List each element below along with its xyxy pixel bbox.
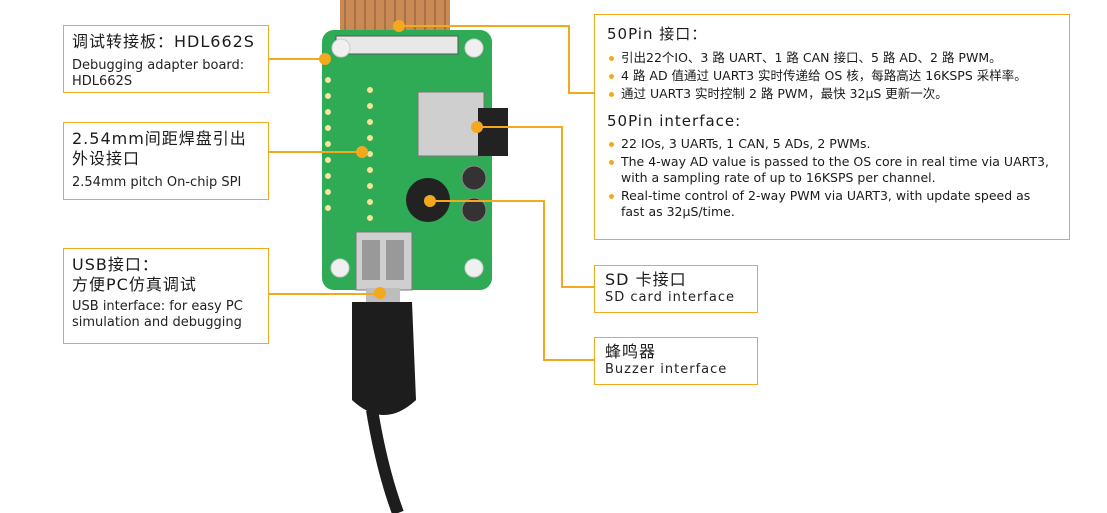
usb-box: USB接口： 方便PC仿真调试 USB interface: for easy … xyxy=(63,248,269,344)
buzzer-subtitle: Buzzer interface xyxy=(605,362,728,377)
pin50-zh-item: 通过 UART3 实时控制 2 路 PWM，最快 32μS 更新一次。 xyxy=(607,86,1057,102)
pitch-box: 2.54mm间距焊盘引出外设接口 2.54mm pitch On-chip SP… xyxy=(63,122,269,200)
usb-subtitle: USB interface: for easy PC simulation an… xyxy=(72,299,243,330)
sd-subtitle: SD card interface xyxy=(605,290,735,305)
adapter-subtitle: Debugging adapter board: HDL662S xyxy=(72,58,245,89)
adapter-title: 调试转接板：HDL662S xyxy=(72,32,255,51)
usb-title-2: 方便PC仿真调试 xyxy=(72,275,197,294)
sd-box: SD 卡接口 SD card interface xyxy=(594,265,758,313)
pitch-title: 2.54mm间距焊盘引出外设接口 xyxy=(72,129,247,168)
pin50-dot xyxy=(393,20,405,32)
buzzer-title: 蜂鸣器 xyxy=(605,342,657,361)
pin50-box: 50Pin 接口： 引出22个IO、3 路 UART、1 路 CAN 接口、5 … xyxy=(594,14,1070,240)
adapter-box: 调试转接板：HDL662S Debugging adapter board: H… xyxy=(63,25,269,93)
pin50-zh-title: 50Pin 接口： xyxy=(607,25,708,43)
pin50-en-item: The 4-way AD value is passed to the OS c… xyxy=(607,154,1057,186)
pin50-en-title: 50Pin interface: xyxy=(607,112,742,130)
buzzer-dot xyxy=(424,195,436,207)
pin50-en-item: Real-time control of 2-way PWM via UART3… xyxy=(607,188,1057,220)
pin50-zh-item: 引出22个IO、3 路 UART、1 路 CAN 接口、5 路 AD、2 路 P… xyxy=(607,50,1057,66)
buzzer-box: 蜂鸣器 Buzzer interface xyxy=(594,337,758,385)
usb-dot xyxy=(374,287,386,299)
adapter-dot xyxy=(319,53,331,65)
sd-dot xyxy=(471,121,483,133)
pin50-en-list: 22 IOs, 3 UARTs, 1 CAN, 5 ADs, 2 PWMs. T… xyxy=(607,136,1057,220)
pin50-zh-list: 引出22个IO、3 路 UART、1 路 CAN 接口、5 路 AD、2 路 P… xyxy=(607,50,1057,102)
pin50-zh-item: 4 路 AD 值通过 UART3 实时传递给 OS 核，每路高达 16KSPS … xyxy=(607,68,1057,84)
pitch-dot xyxy=(356,146,368,158)
usb-title-1: USB接口： xyxy=(72,255,159,274)
pin50-en-item: 22 IOs, 3 UARTs, 1 CAN, 5 ADs, 2 PWMs. xyxy=(607,136,1057,152)
pitch-subtitle: 2.54mm pitch On-chip SPI xyxy=(72,175,242,190)
sd-title: SD 卡接口 xyxy=(605,270,687,289)
